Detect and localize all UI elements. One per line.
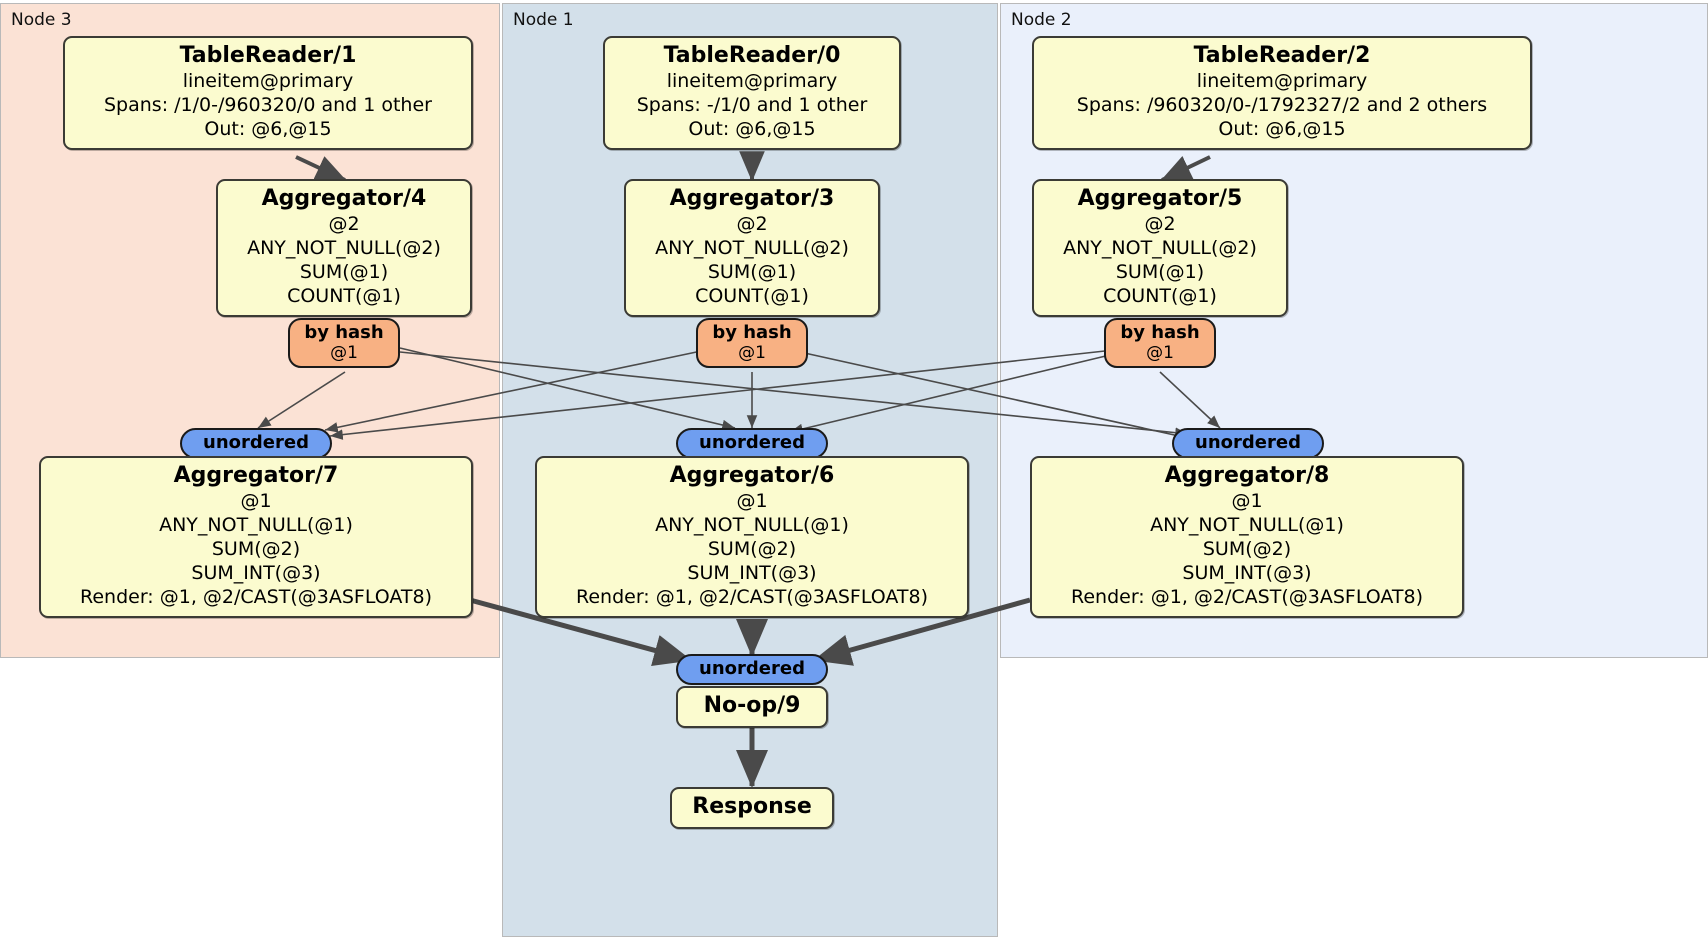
processor-detail-line: SUM_INT(@3) — [687, 561, 817, 584]
processor-detail-line: SUM(@1) — [707, 260, 797, 283]
processor-detail-line: SUM(@2) — [1202, 537, 1292, 560]
processor-detail-line: COUNT(@1) — [287, 284, 401, 307]
processor-detail-line: Spans: /960320/0-/1792327/2 and 2 others — [1076, 93, 1488, 116]
processor-aggregator-7[interactable]: Aggregator/7 @1 ANY_NOT_NULL(@1) SUM(@2)… — [39, 456, 473, 618]
processor-detail-line: COUNT(@1) — [1103, 284, 1217, 307]
synchronizer-unordered-aggregator-8[interactable]: unordered — [1172, 428, 1324, 459]
processor-title: Aggregator/7 — [173, 463, 339, 488]
processor-detail-line: ANY_NOT_NULL(@1) — [1150, 513, 1344, 536]
processor-detail-line: SUM(@1) — [299, 260, 389, 283]
processor-detail-line: lineitem@primary — [1196, 69, 1368, 92]
router-column: @1 — [1146, 342, 1174, 363]
router-title: by hash — [304, 322, 384, 343]
router-column: @1 — [330, 342, 358, 363]
processor-detail-line: @2 — [736, 212, 768, 235]
processor-render-line: Render: @1, @2/CAST(@3ASFLOAT8) — [1071, 585, 1423, 608]
synchronizer-unordered-final[interactable]: unordered — [676, 654, 828, 685]
processor-detail-line: ANY_NOT_NULL(@1) — [159, 513, 353, 536]
processor-detail-line: Out: @6,@15 — [1218, 117, 1346, 140]
processor-detail-line: lineitem@primary — [666, 69, 838, 92]
processor-table-reader-2[interactable]: TableReader/2 lineitem@primary Spans: /9… — [1032, 36, 1532, 150]
router-column: @1 — [738, 342, 766, 363]
synchronizer-title: unordered — [699, 432, 805, 453]
processor-detail-line: @1 — [240, 489, 272, 512]
node-label-node3: Node 3 — [11, 10, 72, 30]
processor-title: Aggregator/3 — [669, 186, 835, 211]
router-by-hash-aggregator-3[interactable]: by hash @1 — [696, 318, 808, 369]
router-title: by hash — [1120, 322, 1200, 343]
processor-detail-line: SUM(@2) — [707, 537, 797, 560]
processor-title: Aggregator/4 — [261, 186, 427, 211]
processor-title: TableReader/2 — [1193, 43, 1371, 68]
processor-detail-line: ANY_NOT_NULL(@2) — [655, 236, 849, 259]
synchronizer-title: unordered — [699, 658, 805, 679]
processor-detail-line: @2 — [328, 212, 360, 235]
processor-aggregator-5[interactable]: Aggregator/5 @2 ANY_NOT_NULL(@2) SUM(@1)… — [1032, 179, 1288, 317]
processor-detail-line: ANY_NOT_NULL(@1) — [655, 513, 849, 536]
router-by-hash-aggregator-5[interactable]: by hash @1 — [1104, 318, 1216, 369]
processor-table-reader-0[interactable]: TableReader/0 lineitem@primary Spans: -/… — [603, 36, 901, 150]
processor-title: Aggregator/5 — [1077, 186, 1243, 211]
processor-title: TableReader/0 — [663, 43, 841, 68]
router-by-hash-aggregator-4[interactable]: by hash @1 — [288, 318, 400, 369]
synchronizer-unordered-aggregator-7[interactable]: unordered — [180, 428, 332, 459]
processor-aggregator-4[interactable]: Aggregator/4 @2 ANY_NOT_NULL(@2) SUM(@1)… — [216, 179, 472, 317]
processor-aggregator-6[interactable]: Aggregator/6 @1 ANY_NOT_NULL(@1) SUM(@2)… — [535, 456, 969, 618]
node-label-node2: Node 2 — [1011, 10, 1072, 30]
processor-detail-line: ANY_NOT_NULL(@2) — [1063, 236, 1257, 259]
processor-detail-line: @1 — [1231, 489, 1263, 512]
processor-detail-line: Out: @6,@15 — [688, 117, 816, 140]
synchronizer-unordered-aggregator-6[interactable]: unordered — [676, 428, 828, 459]
router-title: by hash — [712, 322, 792, 343]
processor-detail-line: SUM(@2) — [211, 537, 301, 560]
processor-aggregator-8[interactable]: Aggregator/8 @1 ANY_NOT_NULL(@1) SUM(@2)… — [1030, 456, 1464, 618]
processor-no-op-9[interactable]: No-op/9 — [676, 686, 828, 728]
processor-detail-line: Spans: -/1/0 and 1 other — [636, 93, 868, 116]
processor-detail-line: Out: @6,@15 — [204, 117, 332, 140]
processor-render-line: Render: @1, @2/CAST(@3ASFLOAT8) — [80, 585, 432, 608]
processor-detail-line: SUM_INT(@3) — [191, 561, 321, 584]
processor-title: Response — [692, 794, 812, 819]
processor-response[interactable]: Response — [670, 787, 834, 829]
processor-detail-line: Spans: /1/0-/960320/0 and 1 other — [104, 93, 432, 116]
processor-detail-line: lineitem@primary — [182, 69, 354, 92]
node-label-node1: Node 1 — [513, 10, 574, 30]
processor-title: TableReader/1 — [179, 43, 357, 68]
processor-title: Aggregator/6 — [669, 463, 835, 488]
processor-detail-line: @1 — [736, 489, 768, 512]
processor-detail-line: ANY_NOT_NULL(@2) — [247, 236, 441, 259]
processor-detail-line: @2 — [1144, 212, 1176, 235]
processor-aggregator-3[interactable]: Aggregator/3 @2 ANY_NOT_NULL(@2) SUM(@1)… — [624, 179, 880, 317]
synchronizer-title: unordered — [203, 432, 309, 453]
processor-detail-line: SUM_INT(@3) — [1182, 561, 1312, 584]
processor-detail-line: COUNT(@1) — [695, 284, 809, 307]
processor-title: Aggregator/8 — [1164, 463, 1330, 488]
synchronizer-title: unordered — [1195, 432, 1301, 453]
processor-title: No-op/9 — [703, 693, 801, 718]
processor-table-reader-1[interactable]: TableReader/1 lineitem@primary Spans: /1… — [63, 36, 473, 150]
processor-render-line: Render: @1, @2/CAST(@3ASFLOAT8) — [576, 585, 928, 608]
processor-detail-line: SUM(@1) — [1115, 260, 1205, 283]
